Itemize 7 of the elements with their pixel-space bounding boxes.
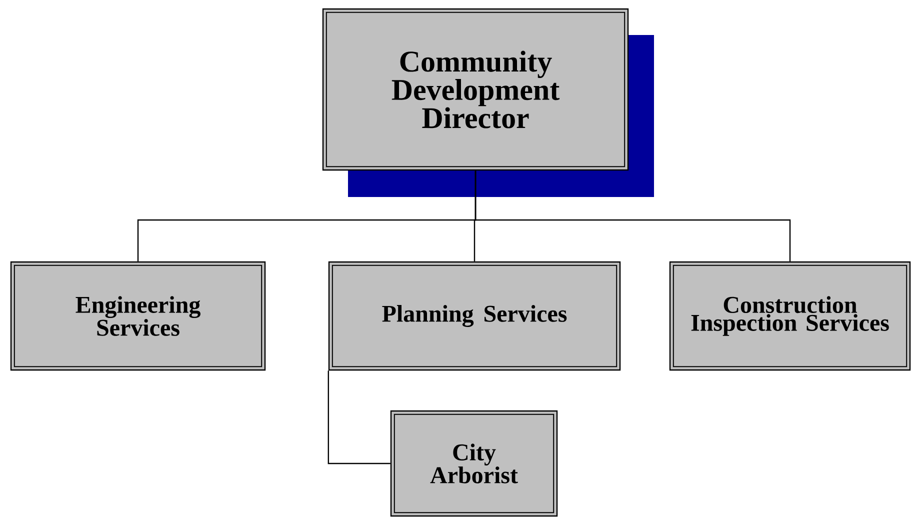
connector-line — [328, 370, 390, 464]
position-box: Construction Inspection Services — [669, 261, 911, 371]
connector-line — [474, 170, 791, 262]
position-box: Engineering Services — [10, 261, 266, 371]
title-box: Community Development Director — [322, 8, 654, 197]
position-box: City Arborist — [390, 410, 558, 517]
position-box: Planning Services — [328, 261, 621, 371]
